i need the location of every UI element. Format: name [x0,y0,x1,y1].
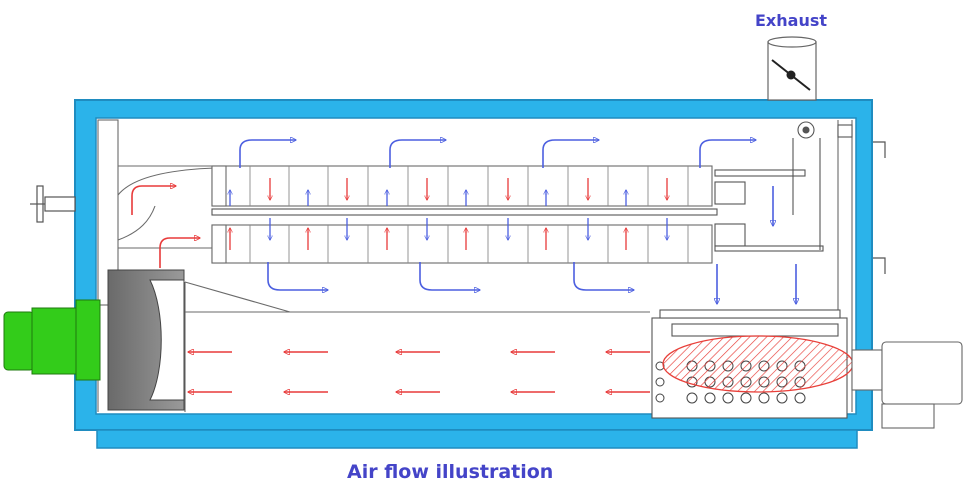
inlet-connector [30,185,76,223]
cool-air-down-arrows [717,186,796,304]
motor-icon [3,299,101,381]
hot-air-return-arrows [188,352,650,392]
right-brackets [714,121,853,252]
fan-icon [107,269,185,411]
lower-duct [211,224,713,264]
burner-unit [851,341,963,429]
exhaust-chimney [767,36,817,101]
cool-air-return-arrows-top [239,140,756,168]
center-rail [211,208,718,216]
cool-air-return-arrows-bottom [267,262,634,290]
diagram-caption: Air flow illustration [347,461,554,483]
hot-air-arrows-lower [230,228,626,250]
duct-partitions [249,166,689,263]
burner-flame-icon [662,335,854,393]
exhaust-label: Exhaust [755,11,827,30]
cool-air-nozzle-arrows [230,190,667,240]
damper-valve-icon [771,59,811,91]
hot-air-arrows-upper [270,178,667,200]
side-hooks [873,141,886,274]
hot-air-inlet-arrows [131,186,200,268]
upper-duct [211,165,713,207]
